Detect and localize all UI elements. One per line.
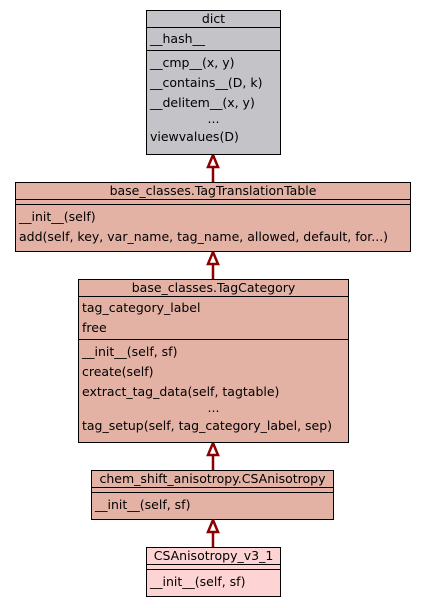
method: __init__(self, sf) bbox=[82, 344, 178, 359]
class-dict[interactable]: dict __hash__ __cmp__(x, y) __contains__… bbox=[146, 10, 281, 155]
class-title: base_classes.TagTranslationTable bbox=[16, 183, 410, 200]
class-title: chem_shift_anisotropy.CSAnisotropy bbox=[92, 471, 333, 488]
class-title: dict bbox=[147, 11, 280, 28]
method: __init__(self, sf) bbox=[95, 497, 191, 512]
class-methods: __init__(self) add(self, key, var_name, … bbox=[16, 205, 410, 247]
class-attributes bbox=[16, 200, 410, 205]
method: viewvalues(D) bbox=[150, 129, 239, 144]
method: extract_tag_data(self, tagtable) bbox=[82, 384, 280, 399]
attribute: tag_category_label bbox=[82, 300, 201, 315]
inheritance-arrowhead-icon bbox=[206, 151, 220, 169]
inheritance-arrowhead-icon bbox=[206, 248, 220, 266]
class-methods: __init__(self, sf) bbox=[147, 570, 280, 592]
method: create(self) bbox=[82, 364, 154, 379]
class-cs-anisotropy[interactable]: chem_shift_anisotropy.CSAnisotropy __ini… bbox=[91, 470, 334, 520]
method: __init__(self, sf) bbox=[150, 574, 246, 589]
class-attributes: tag_category_label free bbox=[79, 297, 348, 340]
class-tag-category[interactable]: base_classes.TagCategory tag_category_la… bbox=[78, 279, 349, 443]
method: __contains__(D, k) bbox=[150, 75, 263, 90]
method-ellipsis: ... bbox=[207, 400, 220, 415]
class-attributes bbox=[92, 488, 333, 493]
inheritance-arrowhead-icon bbox=[206, 439, 220, 457]
class-cs-anisotropy-v3-1[interactable]: CSAnisotropy_v3_1 __init__(self, sf) bbox=[146, 547, 281, 597]
class-title: base_classes.TagCategory bbox=[79, 280, 348, 297]
attribute: __hash__ bbox=[150, 31, 206, 46]
method: __cmp__(x, y) bbox=[150, 55, 235, 70]
method: tag_setup(self, tag_category_label, sep) bbox=[82, 418, 333, 433]
method-ellipsis: ... bbox=[207, 111, 220, 126]
method: __init__(self) bbox=[19, 209, 96, 224]
class-attributes bbox=[147, 565, 280, 570]
attribute: free bbox=[82, 320, 107, 335]
class-attributes: __hash__ bbox=[147, 28, 280, 51]
method: __delitem__(x, y) bbox=[150, 95, 255, 110]
class-methods: __init__(self, sf) create(self) extract_… bbox=[79, 340, 348, 436]
class-title: CSAnisotropy_v3_1 bbox=[147, 548, 280, 565]
inheritance-arrowhead-icon bbox=[206, 516, 220, 534]
method: add(self, key, var_name, tag_name, allow… bbox=[19, 229, 389, 244]
class-methods: __cmp__(x, y) __contains__(D, k) __delit… bbox=[147, 51, 280, 147]
class-methods: __init__(self, sf) bbox=[92, 493, 333, 515]
class-tag-translation-table[interactable]: base_classes.TagTranslationTable __init_… bbox=[15, 182, 411, 252]
